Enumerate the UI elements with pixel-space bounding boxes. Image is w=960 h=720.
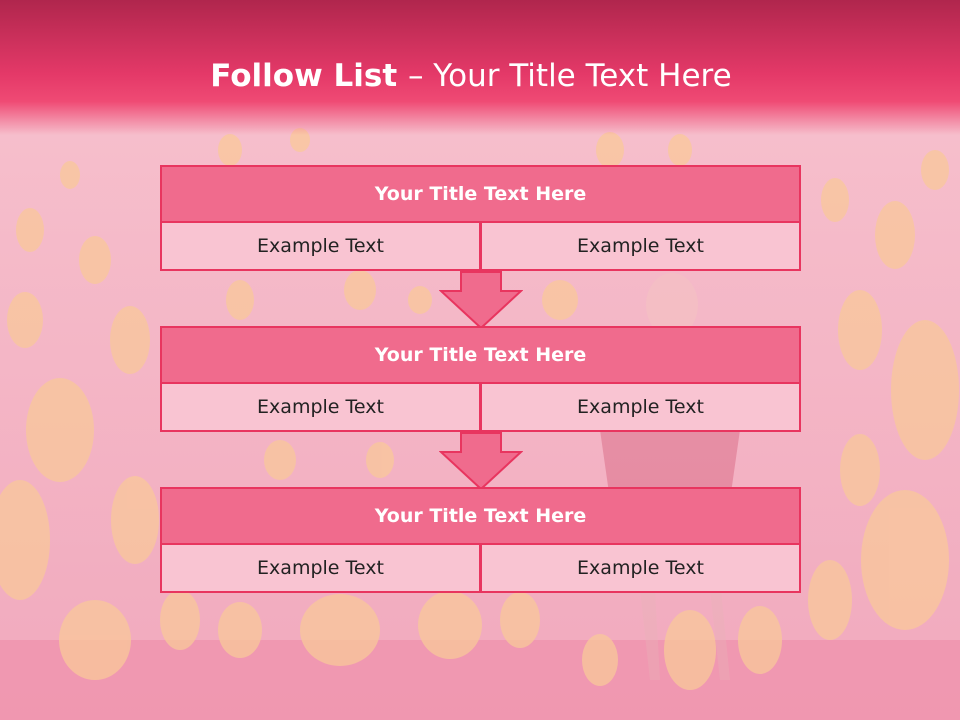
step-cell-right: Example Text — [480, 221, 801, 271]
step-card-1: Your Title Text Here Example Text Exampl… — [160, 165, 801, 272]
step-cell-left: Example Text — [160, 221, 481, 271]
title-bold-part: Follow List — [210, 58, 408, 94]
step-cell-left: Example Text — [160, 543, 481, 593]
down-arrow-icon — [439, 432, 523, 490]
slide-title: Follow List – Your Title Text Here — [0, 54, 942, 98]
step-title: Your Title Text Here — [160, 326, 801, 384]
step-cell-right: Example Text — [480, 543, 801, 593]
step-title: Your Title Text Here — [160, 165, 801, 223]
title-banner — [0, 0, 960, 135]
title-rest-part: – Your Title Text Here — [407, 58, 732, 94]
step-cell-left: Example Text — [160, 382, 481, 432]
step-card-2: Your Title Text Here Example Text Exampl… — [160, 326, 801, 433]
step-title: Your Title Text Here — [160, 487, 801, 545]
step-card-3: Your Title Text Here Example Text Exampl… — [160, 487, 801, 594]
step-cell-right: Example Text — [480, 382, 801, 432]
down-arrow-icon — [439, 271, 523, 329]
